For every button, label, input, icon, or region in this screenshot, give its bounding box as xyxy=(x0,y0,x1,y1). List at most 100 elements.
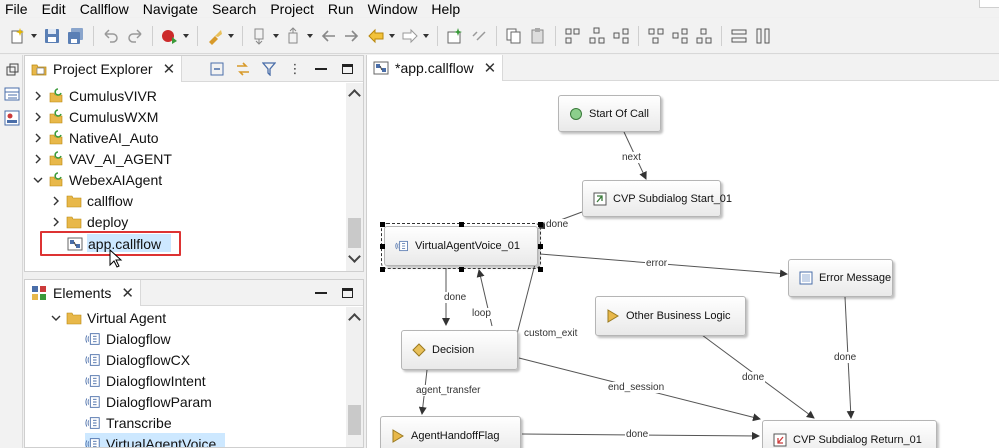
scroll-thumb[interactable] xyxy=(348,218,361,248)
scroll-up-icon[interactable] xyxy=(348,89,361,102)
project-explorer-scrollbar[interactable] xyxy=(346,83,363,271)
back-arrow-icon[interactable] xyxy=(366,26,386,46)
node-cvp-subdialog-start[interactable]: CVP Subdialog Start_01 xyxy=(582,180,732,217)
link-with-editor-icon[interactable] xyxy=(235,61,251,77)
restore-icon[interactable] xyxy=(3,61,21,79)
menu-callflow[interactable]: Callflow xyxy=(79,1,129,17)
chevron-right-icon[interactable] xyxy=(51,217,61,227)
new-icon[interactable] xyxy=(8,26,28,46)
copy-icon[interactable] xyxy=(504,26,524,46)
resize-handle[interactable] xyxy=(380,267,385,272)
forward-edit-icon[interactable] xyxy=(342,26,362,46)
minimize-icon[interactable] xyxy=(313,61,329,77)
callflow-canvas[interactable]: next done error done loop custom_exit do… xyxy=(367,82,999,448)
properties-view-icon[interactable] xyxy=(3,109,21,127)
tree-item-deploy-folder[interactable]: deploy xyxy=(51,211,128,232)
close-icon[interactable]: ✕ xyxy=(162,60,176,78)
match-width-icon[interactable] xyxy=(729,26,749,46)
menu-window[interactable]: Window xyxy=(367,1,418,17)
align-bottom-icon[interactable] xyxy=(694,26,714,46)
scroll-down-icon[interactable] xyxy=(348,250,361,263)
undo-icon[interactable] xyxy=(101,26,121,46)
view-menu-icon[interactable]: ⋮ xyxy=(288,60,302,76)
quick-access-field[interactable] xyxy=(979,0,999,8)
tree-item-virtual-agent-folder[interactable]: Virtual Agent xyxy=(51,307,166,328)
align-left-icon[interactable] xyxy=(563,26,583,46)
outline-view-icon[interactable] xyxy=(3,85,21,103)
align-center-icon[interactable] xyxy=(587,26,607,46)
tree-item-cumuluswxm[interactable]: CumulusWXM xyxy=(33,106,158,127)
tab-project-explorer[interactable]: Project Explorer ✕ xyxy=(25,55,183,82)
elements-scrollbar[interactable] xyxy=(346,307,363,447)
tab-app-callflow[interactable]: *app.callflow ✕ xyxy=(367,54,504,81)
maximize-icon[interactable] xyxy=(339,61,355,77)
align-top-icon[interactable] xyxy=(646,26,666,46)
resize-handle[interactable] xyxy=(459,222,464,227)
run-dropdown[interactable] xyxy=(182,26,190,46)
last-edit-icon[interactable] xyxy=(318,26,338,46)
menu-navigate[interactable]: Navigate xyxy=(142,1,198,17)
maximize-icon[interactable] xyxy=(339,285,355,301)
menu-run[interactable]: Run xyxy=(327,1,354,17)
tree-item-app-callflow[interactable]: app.callflow xyxy=(67,233,161,254)
link-icon[interactable] xyxy=(469,26,489,46)
menu-search[interactable]: Search xyxy=(211,1,257,17)
node-error-message[interactable]: Error Message xyxy=(788,259,893,297)
prev-annotation-dropdown[interactable] xyxy=(306,26,314,46)
chevron-down-icon[interactable] xyxy=(33,175,43,185)
resize-handle[interactable] xyxy=(538,267,543,272)
chevron-right-icon[interactable] xyxy=(51,196,61,206)
menu-edit[interactable]: Edit xyxy=(41,1,66,17)
chevron-down-icon[interactable] xyxy=(51,313,61,323)
tree-item-webexaiagent[interactable]: WebexAIAgent xyxy=(33,169,162,190)
minimize-icon[interactable] xyxy=(313,285,329,301)
paste-icon[interactable] xyxy=(528,26,548,46)
close-icon[interactable]: ✕ xyxy=(121,284,134,302)
node-start-of-call[interactable]: Start Of Call xyxy=(558,95,661,132)
forward-arrow-icon[interactable] xyxy=(400,26,420,46)
node-cvp-subdialog-return[interactable]: CVP Subdialog Return_01 xyxy=(762,420,937,448)
tree-item-cumulusvivr[interactable]: CumulusVIVR xyxy=(33,85,157,106)
align-right-icon[interactable] xyxy=(611,26,631,46)
tab-elements[interactable]: Elements ✕ xyxy=(25,279,141,306)
close-icon[interactable]: ✕ xyxy=(483,59,497,77)
element-virtualagentvoice[interactable]: VirtualAgentVoice xyxy=(85,433,216,447)
element-dialogflowcx[interactable]: DialogflowCX xyxy=(85,349,190,370)
back-dropdown[interactable] xyxy=(388,26,396,46)
node-other-business-logic[interactable]: Other Business Logic xyxy=(595,296,746,336)
next-annotation-dropdown[interactable] xyxy=(272,26,280,46)
element-dialogflowparam[interactable]: DialogflowParam xyxy=(85,391,212,412)
resize-handle[interactable] xyxy=(380,222,385,227)
align-middle-icon[interactable] xyxy=(670,26,690,46)
new-dropdown[interactable] xyxy=(30,26,38,46)
node-agenthandoffflag[interactable]: AgentHandoffFlag xyxy=(380,416,521,448)
node-decision[interactable]: Decision xyxy=(401,330,518,370)
save-icon[interactable] xyxy=(42,26,62,46)
deploy-dropdown[interactable] xyxy=(227,26,235,46)
chevron-right-icon[interactable] xyxy=(33,154,43,164)
element-transcribe[interactable]: Transcribe xyxy=(85,412,172,433)
element-dialogflowintent[interactable]: DialogflowIntent xyxy=(85,370,206,391)
new-folder-icon[interactable] xyxy=(445,26,465,46)
chevron-right-icon[interactable] xyxy=(33,112,43,122)
save-all-icon[interactable] xyxy=(66,26,86,46)
match-height-icon[interactable] xyxy=(753,26,773,46)
next-annotation-icon[interactable] xyxy=(250,26,270,46)
tree-item-nativeai-auto[interactable]: NativeAI_Auto xyxy=(33,127,159,148)
menu-project[interactable]: Project xyxy=(270,1,314,17)
menu-file[interactable]: File xyxy=(5,1,28,17)
resize-handle[interactable] xyxy=(380,244,385,249)
run-debug-icon[interactable] xyxy=(160,26,180,46)
element-dialogflow[interactable]: Dialogflow xyxy=(85,328,171,349)
collapse-all-icon[interactable] xyxy=(209,61,225,77)
scroll-up-icon[interactable] xyxy=(348,313,361,326)
node-virtualagentvoice[interactable]: VirtualAgentVoice_01 xyxy=(381,223,541,269)
tree-item-callflow-folder[interactable]: callflow xyxy=(51,190,133,211)
chevron-right-icon[interactable] xyxy=(33,91,43,101)
prev-annotation-icon[interactable] xyxy=(284,26,304,46)
menu-help[interactable]: Help xyxy=(431,1,461,17)
forward-dropdown[interactable] xyxy=(422,26,430,46)
deploy-icon[interactable] xyxy=(205,26,225,46)
tree-item-vav-ai-agent[interactable]: VAV_AI_AGENT xyxy=(33,148,172,169)
filter-icon[interactable] xyxy=(261,61,277,77)
